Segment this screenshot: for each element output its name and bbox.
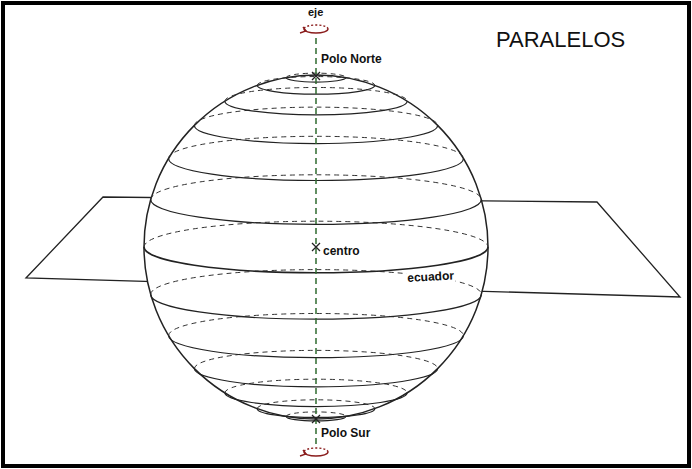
axis-label: eje <box>308 6 323 18</box>
axis-line <box>315 38 317 446</box>
center-label: centro <box>322 245 361 258</box>
pole-label: Polo Sur <box>321 427 370 440</box>
rotation-arrow <box>300 448 328 456</box>
rotation-arrow <box>300 25 328 33</box>
equator-label: ecuador <box>406 269 455 285</box>
point-marks <box>312 72 320 423</box>
sphere-outline <box>144 75 488 419</box>
frame <box>3 3 689 466</box>
pole-label: Polo Norte <box>321 53 382 66</box>
diagram-title: PARALELOS <box>496 28 625 52</box>
